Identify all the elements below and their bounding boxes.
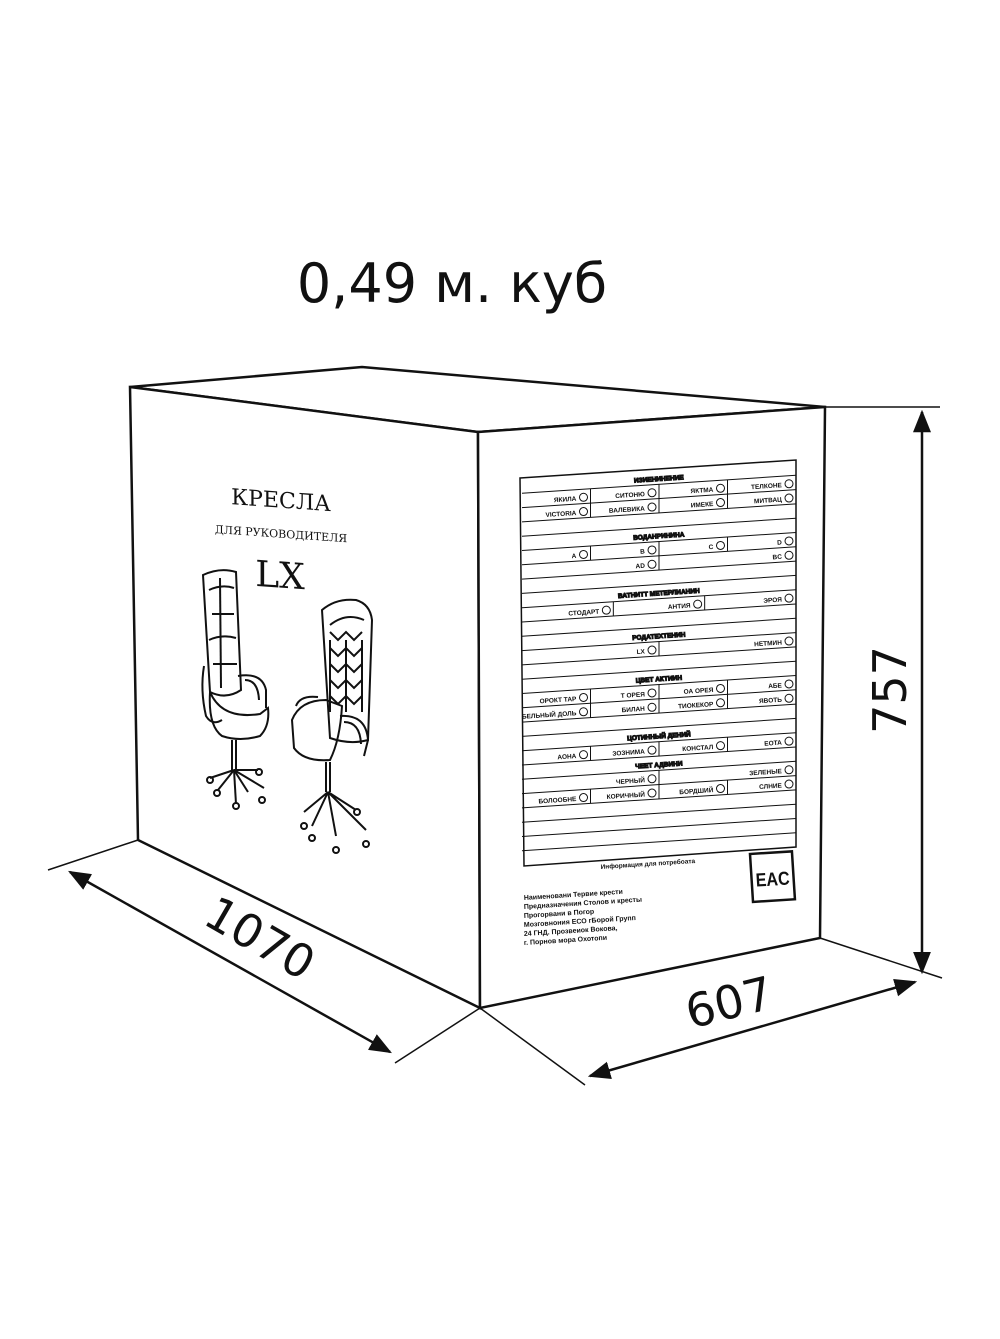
form-option-label: БОЛООБНЕ <box>538 796 577 806</box>
eac-text: EAC <box>755 869 790 892</box>
info-line: Прогорвани в Погор <box>524 909 595 920</box>
form-option-label: ВАЛЕВИКА <box>609 506 646 515</box>
form-option-label: AD <box>635 563 645 571</box>
form-section-header: ИЗИЕНИНЕНИЕ <box>634 474 685 484</box>
form-checkbox-circle[interactable] <box>647 488 657 498</box>
form-checkbox-circle[interactable] <box>784 779 794 789</box>
form-option-label: АНТИЯ <box>668 603 691 611</box>
form-option-label: ЯКТМА <box>690 487 714 496</box>
form-checkbox-circle[interactable] <box>716 683 725 693</box>
dimension-lines <box>68 409 931 1080</box>
form-checkbox-circle[interactable] <box>716 483 725 493</box>
form-checkbox-circle[interactable] <box>579 507 588 517</box>
form-checkbox-circle[interactable] <box>647 645 657 655</box>
form-option-label: МИТВАЦ <box>754 497 783 506</box>
form-option-label: ЯВОТЬ <box>759 697 783 706</box>
form-checkbox-circle[interactable] <box>716 540 725 550</box>
form-checkbox-circle[interactable] <box>601 605 611 615</box>
form-option-label: B <box>640 548 645 555</box>
form-checkbox-circle[interactable] <box>647 702 657 712</box>
form-checkbox-circle[interactable] <box>693 599 703 609</box>
form-checkbox-circle[interactable] <box>647 745 657 755</box>
form-option-label: ЭРОЯ <box>763 597 782 605</box>
form-option-label: АБЕ <box>768 682 783 690</box>
form-option-label: ЗЕЛЕНЫЕ <box>749 768 783 777</box>
form-checkbox-circle[interactable] <box>579 549 588 559</box>
order-form: ИЗИЕНИНЕНИЕ ЯКИЛА СИТОНЮ ЯКТМА ТЕЛКОНЕ VICTOR… <box>519 459 797 867</box>
form-checkbox-circle[interactable] <box>784 636 794 646</box>
form-option-label: ТИОКЕКОР <box>678 701 714 710</box>
form-option-label: СЛНИЕ <box>759 782 783 791</box>
form-checkbox-circle[interactable] <box>716 498 725 508</box>
height-label: 757 <box>863 646 917 734</box>
form-option-label: БИЛАН <box>621 706 645 715</box>
form-checkbox-circle[interactable] <box>647 559 657 569</box>
form-checkbox-circle[interactable] <box>784 479 794 489</box>
form-checkbox-circle[interactable] <box>647 545 657 555</box>
form-checkbox-circle[interactable] <box>784 593 794 603</box>
form-checkbox-circle[interactable] <box>579 707 588 717</box>
form-checkbox-circle[interactable] <box>784 765 794 775</box>
form-option-label: БОРДШИЙ <box>679 785 714 796</box>
form-section-header: ЧЕЕТ АДВИНИ <box>635 760 683 770</box>
form-option-label: Т ОРЕЯ <box>621 691 646 700</box>
form-checkbox-circle[interactable] <box>647 774 657 784</box>
form-section-header: РОДАТЕХТЕНИН <box>632 632 686 642</box>
width-label: 607 <box>680 966 778 1040</box>
form-option-label: КОРИЧНЫЙ <box>606 790 645 802</box>
form-option-label: ЯКИЛА <box>554 496 577 504</box>
form-checkbox-circle[interactable] <box>647 788 657 798</box>
eac-mark: EAC <box>748 850 797 904</box>
form-checkbox-circle[interactable] <box>784 693 794 703</box>
form-checkbox-circle[interactable] <box>579 750 588 760</box>
form-option-label: ЗОЗНИМА <box>612 749 645 758</box>
chair-illustration-right <box>290 598 374 854</box>
form-option-label: VICTORIA <box>545 510 577 519</box>
form-option-label: АОНА <box>557 753 577 761</box>
form-option-label: C <box>708 544 713 551</box>
form-option-label: ЕОТА <box>764 740 782 748</box>
form-checkbox-circle[interactable] <box>579 692 588 702</box>
form-option-label: ТЕЛКОНЕ <box>751 482 783 491</box>
form-option-label: LX <box>636 648 645 656</box>
form-option-label: A <box>571 553 576 560</box>
form-checkbox-circle[interactable] <box>784 536 794 546</box>
form-option-label: ОА ОРЕЯ <box>683 687 714 696</box>
form-checkbox-circle[interactable] <box>784 493 794 503</box>
form-checkbox-circle[interactable] <box>716 741 725 751</box>
chair-illustration-left <box>201 569 270 810</box>
form-checkbox-circle[interactable] <box>716 698 725 708</box>
form-option-label: BC <box>772 554 782 562</box>
form-checkbox-circle[interactable] <box>716 784 725 794</box>
form-option-label: СТОДАРТ <box>568 609 599 618</box>
form-option-label: ОРОКТ ТАР <box>539 696 577 705</box>
form-section-header: ВОДАНРИНИНА <box>633 532 685 542</box>
form-option-label: НЕТМИН <box>754 640 782 649</box>
form-option-label: КОНСТАЛ <box>682 744 714 753</box>
form-checkbox-circle[interactable] <box>784 679 794 689</box>
form-checkbox-circle[interactable] <box>647 688 657 698</box>
form-checkbox-circle[interactable] <box>784 736 794 746</box>
length-dimension-line <box>68 870 392 1054</box>
form-option-label: ЧЕРНЫЙ <box>616 775 646 786</box>
side-panel-model: LX <box>255 554 305 598</box>
form-checkbox-circle[interactable] <box>579 492 588 502</box>
form-checkbox-circle[interactable] <box>784 550 794 560</box>
side-panel: КРЕСЛА ДЛЯ РУКОВОДИТЕЛЯ LX <box>215 485 347 598</box>
form-option-label: D <box>777 539 782 546</box>
form-checkbox-circle[interactable] <box>579 793 588 803</box>
form-option-label: СИТОНЮ <box>615 491 645 500</box>
order-form-grid: ИЗИЕНИНЕНИЕ ЯКИЛА СИТОНЮ ЯКТМА ТЕЛКОНЕ VICTOR… <box>522 474 797 852</box>
volume-label: 0,49 м. куб <box>297 252 607 315</box>
width-dimension-line <box>587 978 918 1080</box>
form-checkbox-circle[interactable] <box>647 502 657 512</box>
form-section-header: ЦВЕТ АКТИИН <box>636 675 683 685</box>
form-option-label: ИМЕКЕ <box>690 501 714 510</box>
